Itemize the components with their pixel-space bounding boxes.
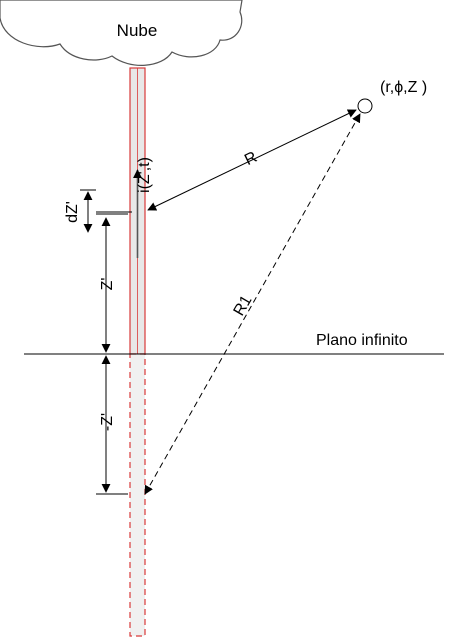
point-label: (r,ϕ,Z ) [380,79,427,96]
plane-label: Plano infinito [316,332,408,349]
observation-point [357,98,373,114]
current-label: i(Z',t) [136,157,153,193]
R1-label: R1 [231,293,256,319]
cloud-label: Nube [117,21,158,40]
image-channel [129,353,146,637]
cloud-shape [0,0,243,66]
R-label: R [242,149,260,169]
z-label: Z' [99,278,116,291]
dz-label: dZ' [64,201,81,223]
neg-z-label: -Z' [99,413,116,431]
distance-R1-arrow [144,113,361,495]
